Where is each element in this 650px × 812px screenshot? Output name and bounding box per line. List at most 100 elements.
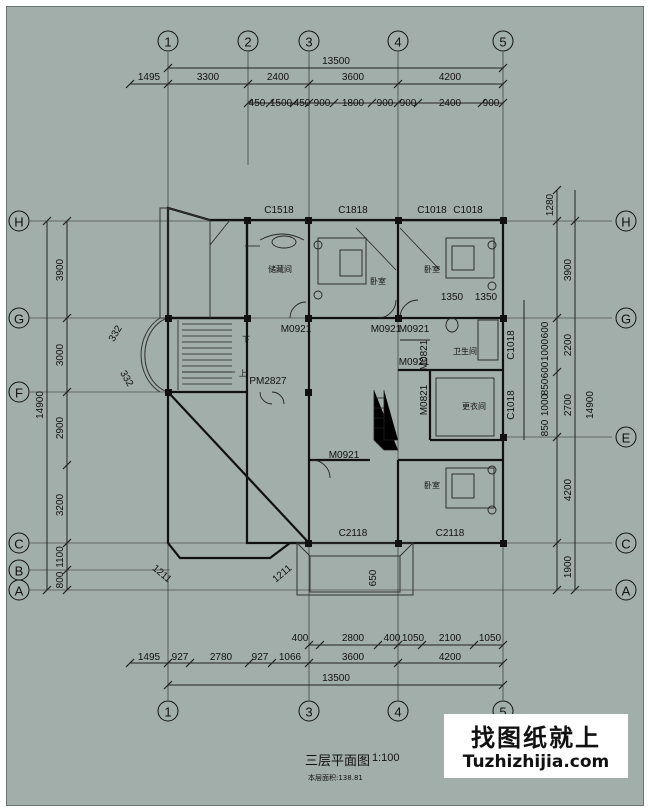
dim-left: 3900: [55, 258, 66, 281]
axis-top-3: 3: [305, 35, 312, 50]
axis-right-a: A: [622, 584, 631, 599]
dim-top-r1: 4200: [439, 72, 462, 83]
plan-title: 三层平面图: [305, 754, 371, 769]
axis-top-4: 4: [394, 35, 401, 50]
axis-left-c: C: [14, 537, 23, 552]
dim-top-r2: 450: [249, 98, 266, 109]
dim-bottom-r2: 2780: [210, 652, 233, 663]
window-label: C1018: [506, 330, 517, 360]
window-label: C2118: [436, 528, 465, 539]
dim-right-detail: 600: [540, 321, 551, 338]
axis-right-c: C: [621, 537, 630, 552]
axis-left-a: A: [15, 584, 24, 599]
axis-right-e: E: [622, 431, 631, 446]
dim-bottom-r2: 927: [252, 652, 269, 663]
axis-top-1: 1: [164, 35, 171, 50]
axis-left-b: B: [15, 564, 24, 579]
plan-scale: 1:100: [372, 752, 400, 764]
room-label: 卧室: [424, 480, 440, 490]
dim-right-detail: 1000: [540, 338, 551, 361]
axis-bottom-3: 3: [305, 705, 312, 720]
door-label: M0921: [399, 324, 430, 335]
dim-right: 2200: [563, 333, 574, 356]
dim-left: 3200: [55, 493, 66, 516]
dim-bottom-r2: 4200: [439, 652, 462, 663]
dim-right: 3900: [563, 258, 574, 281]
dim-top-r2: 1800: [342, 98, 365, 109]
door-label: M0921: [281, 324, 312, 335]
dim-top-r2: 900: [377, 98, 394, 109]
dim-left: 3000: [55, 343, 66, 366]
dim-top-r2: 2400: [439, 98, 462, 109]
door-label: M0921: [329, 450, 360, 461]
axis-bottom-1: 1: [164, 705, 171, 720]
dim-right-detail: 850: [540, 419, 551, 436]
dim-right-detail: 600: [540, 361, 551, 378]
dim-bottom-r1: 400: [292, 633, 309, 644]
dim-bottom-r1: 2800: [342, 633, 365, 644]
dim-left-total: 14900: [35, 391, 46, 419]
window-label: C1018: [417, 205, 447, 216]
dim-top-r2: 1500: [270, 98, 293, 109]
dim-top-total: 13500: [322, 56, 350, 67]
dim-top-r1: 1495: [138, 72, 161, 83]
dim-top-r2: 450: [294, 98, 311, 109]
door-label: M0921: [399, 357, 430, 368]
door-label: PM2827: [249, 376, 287, 387]
door-label: M0821: [419, 339, 430, 370]
axis-right-h: H: [621, 215, 630, 230]
watermark-brand-en: Tuzhizhijia.com: [462, 752, 610, 772]
window-label: C1018: [453, 205, 483, 216]
dim-top-r2: 900: [400, 98, 417, 109]
dim-bottom-r2: 1066: [279, 652, 302, 663]
door-label: M0821: [419, 384, 430, 415]
dim-right: 1280: [545, 193, 556, 216]
dim-right: 2700: [563, 393, 574, 416]
axis-top-5: 5: [499, 35, 506, 50]
dim-top-r2: 900: [314, 98, 331, 109]
dim-right: 1900: [563, 555, 574, 578]
dim-top-r2: 900: [483, 98, 500, 109]
dim-misc: 1211: [271, 563, 295, 586]
axis-right-g: G: [621, 312, 631, 327]
window-label: C1518: [264, 205, 294, 216]
dim-misc: 332: [107, 323, 125, 343]
dim-right-detail: 850: [540, 378, 551, 395]
dim-top-r1: 3300: [197, 72, 220, 83]
dim-left: 1100: [55, 546, 66, 568]
window-label: C1018: [506, 390, 517, 420]
dim-bottom-r1: 400: [384, 633, 401, 644]
axis-top-2: 2: [244, 35, 251, 50]
watermark-badge: 找图纸就上 Tuzhizhijia.com: [444, 714, 628, 778]
dim-misc: 332: [117, 369, 135, 389]
plan-area-note: 本层面积:138.81: [308, 774, 363, 782]
dim-top-r1: 3600: [342, 72, 365, 83]
dim-bottom-r1: 1050: [479, 633, 502, 644]
dim-misc: 650: [368, 569, 379, 586]
dim-misc: 1211: [150, 563, 174, 586]
axis-left-h: H: [14, 215, 23, 230]
room-label: 储藏间: [268, 264, 292, 274]
axis-left-f: F: [15, 386, 23, 401]
dim-left: 2900: [55, 416, 66, 439]
dim-left: 800: [55, 571, 66, 588]
dim-bottom-r2: 3600: [342, 652, 365, 663]
dim-right: 4200: [563, 478, 574, 501]
window-label: C1818: [338, 205, 368, 216]
dim-bottom-r2: 1495: [138, 652, 161, 663]
dim-bottom-r1: 1050: [402, 633, 425, 644]
window-label: C2118: [339, 528, 368, 539]
door-label: M0921: [371, 324, 402, 335]
dim-misc: 1350: [441, 292, 464, 303]
dim-top-r1: 2400: [267, 72, 290, 83]
dim-bottom-total: 13500: [322, 673, 350, 684]
dim-bottom-r1: 2100: [439, 633, 462, 644]
watermark-brand-cn: 找图纸就上: [471, 724, 601, 752]
dim-right-total: 14900: [585, 391, 596, 419]
stair-up-label: 上: [239, 369, 247, 378]
stair-down-label: 下: [242, 335, 250, 344]
dim-misc: 1350: [475, 292, 498, 303]
room-label: 卧室: [370, 276, 386, 286]
room-label: 更衣间: [462, 401, 486, 411]
